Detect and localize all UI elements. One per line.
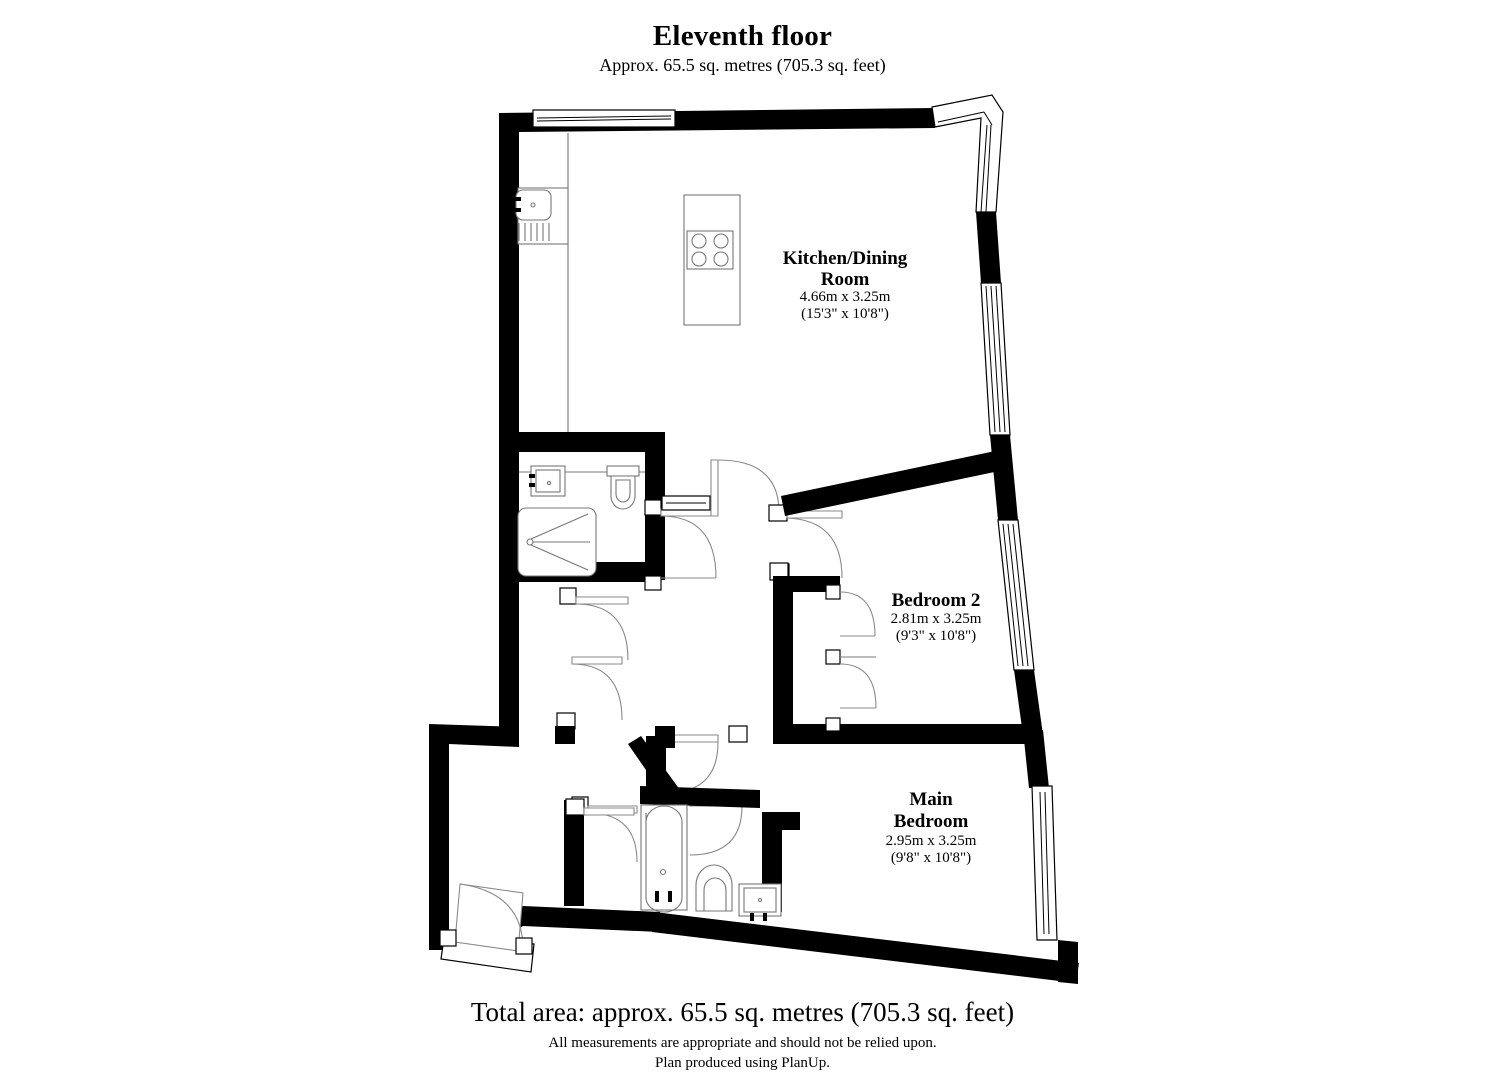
- mainbed-dim-imperial: (9'8" x 10'8"): [891, 850, 971, 866]
- page-title: Eleventh floor: [652, 20, 833, 52]
- bathtub: [640, 804, 688, 913]
- entry-partition: [565, 798, 635, 816]
- bedroom2-dim-metric: 2.81m x 3.25m: [891, 611, 982, 627]
- room-label-bedroom-2: Bedroom 2 2.81m x 3.25m (9'3" x 10'8"): [891, 590, 982, 644]
- right-facade-wall: [931, 94, 1058, 941]
- kitchen-dim-imperial: (15'3" x 10'8"): [801, 306, 889, 322]
- ensuite-toilet: [695, 864, 733, 912]
- mainbed-name-line2: Bedroom: [894, 811, 969, 832]
- kitchen-dim-metric: 4.66m x 3.25m: [800, 289, 891, 305]
- bathroom-wall-opening: [661, 495, 711, 511]
- page-subtitle: Approx. 65.5 sq. metres (705.3 sq. feet): [599, 55, 886, 75]
- ensuite-sink: [738, 883, 782, 921]
- kitchen-name-line2: Room: [821, 269, 870, 290]
- kitchen-sink: [515, 189, 552, 241]
- bedroom2-wardrobe: [825, 584, 877, 732]
- bedroom2-dim-imperial: (9'3" x 10'8"): [896, 628, 976, 644]
- kitchen-name-line1: Kitchen/Dining: [783, 248, 908, 269]
- bedroom2-name-line1: Bedroom 2: [892, 590, 981, 611]
- room-label-kitchen-dining: Kitchen/Dining Room 4.66m x 3.25m (15'3"…: [783, 248, 908, 322]
- entrance-door: [439, 883, 535, 973]
- hob-cooktop: [686, 230, 734, 270]
- kitchen-island: [683, 194, 741, 326]
- draining-board: [518, 223, 550, 241]
- bathroom-fixtures: [517, 465, 645, 577]
- kitchen-fixtures: [515, 133, 741, 434]
- room-label-main-bedroom: Main Bedroom 2.95m x 3.25m (9'8" x 10'8"…: [886, 789, 977, 866]
- ensuite-fixtures: [640, 804, 782, 921]
- disclaimer-line-1: All measurements are appropriate and sho…: [548, 1035, 937, 1051]
- mainbed-name-line1: Main: [909, 789, 953, 810]
- shower-tray: [517, 507, 597, 577]
- bathroom-door: [644, 499, 717, 591]
- mainbed-dim-metric: 2.95m x 3.25m: [886, 833, 977, 849]
- kitchen-north-window: [532, 109, 676, 128]
- bathroom-sink: [529, 465, 566, 497]
- disclaimer-line-2: Plan produced using PlanUp.: [655, 1055, 830, 1071]
- total-area-text: Total area: approx. 65.5 sq. metres (705…: [470, 997, 1015, 1027]
- toilet: [606, 465, 640, 510]
